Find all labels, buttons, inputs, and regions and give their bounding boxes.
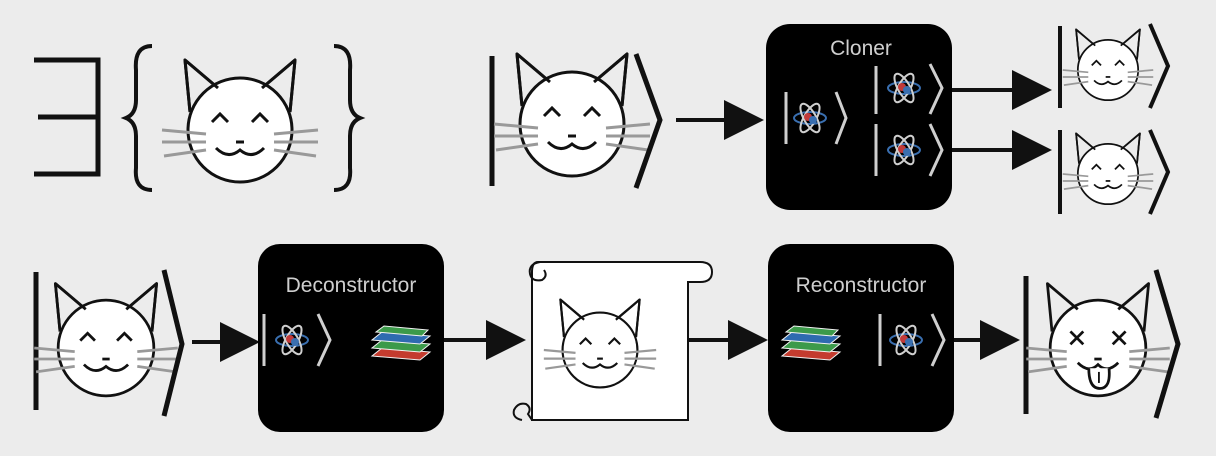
cloned-cat-ket xyxy=(1058,129,1171,215)
cloner-box: Cloner xyxy=(766,24,952,210)
cat-face-icon xyxy=(1061,132,1155,206)
atom-ket xyxy=(874,123,944,177)
cat-face-icon xyxy=(32,282,180,398)
reconstructor-label: Reconstructor xyxy=(796,274,927,297)
cat-ket xyxy=(32,269,185,417)
dead-cat-face-icon xyxy=(1024,282,1172,398)
reconstructor-box: Reconstructor xyxy=(768,244,954,432)
cat-face-icon xyxy=(492,52,652,178)
cloned-cat-ket xyxy=(1058,23,1171,109)
set-left-brace xyxy=(120,44,153,192)
atom-ket xyxy=(784,91,848,145)
atom-ket xyxy=(874,63,944,115)
book-stack-icon xyxy=(371,325,431,361)
dead-cat-ket xyxy=(1023,269,1181,419)
scroll-icon xyxy=(512,261,714,421)
deconstructor-box: Deconstructor xyxy=(258,244,444,432)
cat-ket xyxy=(489,52,663,189)
deconstructor-label: Deconstructor xyxy=(286,274,417,297)
cat-face-icon xyxy=(160,58,320,184)
atom-ket xyxy=(878,313,946,367)
set-right-brace xyxy=(333,44,366,192)
cat-face-icon xyxy=(1061,28,1155,102)
book-stack-icon xyxy=(781,325,841,361)
exists-symbol xyxy=(34,57,101,177)
atom-ket xyxy=(262,313,332,367)
cloner-label: Cloner xyxy=(830,37,892,60)
